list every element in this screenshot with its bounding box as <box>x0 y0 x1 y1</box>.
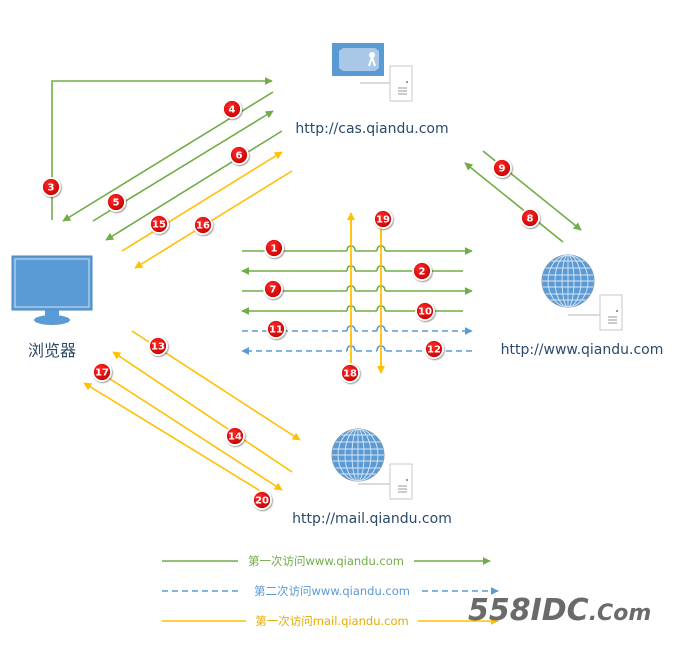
step-badge-1: 1 <box>264 238 284 258</box>
step-badge-18: 18 <box>340 363 360 383</box>
mail-url-label: http://mail.qiandu.com <box>292 511 452 527</box>
step-badge-8: 8 <box>520 208 540 228</box>
step-badge-4: 4 <box>222 99 242 119</box>
legend-item-first-visit-www: 第一次访问www.qiandu.com <box>162 554 491 568</box>
badge-number: 13 <box>151 342 165 353</box>
step-badge-7: 7 <box>263 279 283 299</box>
svg-text:558IDC.Com: 558IDC.Com <box>468 593 651 628</box>
step-badge-20: 20 <box>252 490 272 510</box>
badge-number: 11 <box>269 325 283 336</box>
legend-label: 第一次访问www.qiandu.com <box>248 554 404 568</box>
watermark: 558IDC.Com <box>468 593 651 628</box>
arrow-step-8 <box>464 162 564 243</box>
step-badge-16: 16 <box>193 215 213 235</box>
badge-circle <box>92 362 112 382</box>
cas-node: http://cas.qiandu.com <box>295 43 449 137</box>
www-url-label: http://www.qiandu.com <box>501 342 664 358</box>
arrow-step-20 <box>83 382 263 493</box>
step-badge-2: 2 <box>412 261 432 281</box>
badge-circle <box>229 145 249 165</box>
badge-number: 12 <box>427 345 441 356</box>
badge-number: 3 <box>48 183 55 194</box>
badge-circle <box>225 426 245 446</box>
arrow-step-15 <box>121 151 283 252</box>
legend-item-second-visit-www: 第二次访问www.qiandu.com <box>162 584 499 598</box>
browser-label: 浏览器 <box>28 341 76 360</box>
step-badge-15: 15 <box>149 214 169 234</box>
mail-node: http://mail.qiandu.com <box>292 428 452 527</box>
step-badge-14: 14 <box>225 426 245 446</box>
badge-circle <box>149 214 169 234</box>
badge-number: 1 <box>271 244 278 255</box>
badge-number: 4 <box>229 105 236 116</box>
badge-number: 14 <box>228 432 242 443</box>
certificate-server-icon <box>332 43 413 102</box>
badge-number: 8 <box>527 214 534 225</box>
monitor-icon <box>11 255 93 325</box>
badge-circle <box>415 301 435 321</box>
badge-circle <box>264 238 284 258</box>
arrow-step-6 <box>105 130 283 241</box>
badge-circle <box>41 177 61 197</box>
www-node: http://www.qiandu.com <box>501 254 664 358</box>
badge-circle <box>373 209 393 229</box>
badge-circle <box>412 261 432 281</box>
badge-number: 5 <box>113 198 120 209</box>
step-badge-6: 6 <box>229 145 249 165</box>
globe-server-icon <box>541 254 623 331</box>
arrow-step-3 <box>51 77 273 220</box>
step-badge-19: 19 <box>373 209 393 229</box>
globe-server-icon <box>331 428 413 500</box>
badge-circle <box>340 363 360 383</box>
badge-number: 19 <box>376 215 390 226</box>
step-badge-17: 17 <box>92 362 112 382</box>
badge-number: 9 <box>499 164 506 175</box>
step-badge-10: 10 <box>415 301 435 321</box>
legend-item-first-visit-mail: 第一次访问mail.qiandu.com <box>162 614 499 628</box>
badge-number: 6 <box>236 151 243 162</box>
badge-number: 15 <box>152 220 166 231</box>
badge-number: 18 <box>343 369 357 380</box>
badge-circle <box>263 279 283 299</box>
watermark-main: 558IDC <box>468 593 589 628</box>
step-badge-5: 5 <box>106 192 126 212</box>
badge-circle <box>193 215 213 235</box>
badge-number: 16 <box>196 221 210 232</box>
step-badge-12: 12 <box>424 339 444 359</box>
badge-circle <box>252 490 272 510</box>
cas-url-label: http://cas.qiandu.com <box>295 121 448 137</box>
browser-node: 浏览器 <box>11 255 93 360</box>
legend: 第一次访问www.qiandu.com 第二次访问www.qiandu.com … <box>162 554 499 628</box>
arrow-step-14 <box>112 351 293 473</box>
badge-circle <box>424 339 444 359</box>
badge-circle <box>106 192 126 212</box>
badge-circle <box>520 208 540 228</box>
step-badge-3: 3 <box>41 177 61 197</box>
step-badge-13: 13 <box>148 336 168 356</box>
legend-label: 第二次访问www.qiandu.com <box>254 584 410 598</box>
badge-circle <box>492 158 512 178</box>
arrow-step-17 <box>103 374 283 491</box>
badge-circle <box>148 336 168 356</box>
badge-number: 2 <box>419 267 426 278</box>
flow-arrows <box>51 77 582 493</box>
badge-circle <box>222 99 242 119</box>
badge-number: 20 <box>255 496 269 507</box>
badge-number: 7 <box>270 285 277 296</box>
badge-number: 17 <box>95 368 109 379</box>
legend-label: 第一次访问mail.qiandu.com <box>255 614 408 628</box>
badge-number: 10 <box>418 307 432 318</box>
watermark-suffix: .Com <box>589 601 652 626</box>
step-badge-11: 11 <box>266 319 286 339</box>
badge-circle <box>266 319 286 339</box>
arrow-step-16 <box>134 170 293 269</box>
step-badge-9: 9 <box>492 158 512 178</box>
